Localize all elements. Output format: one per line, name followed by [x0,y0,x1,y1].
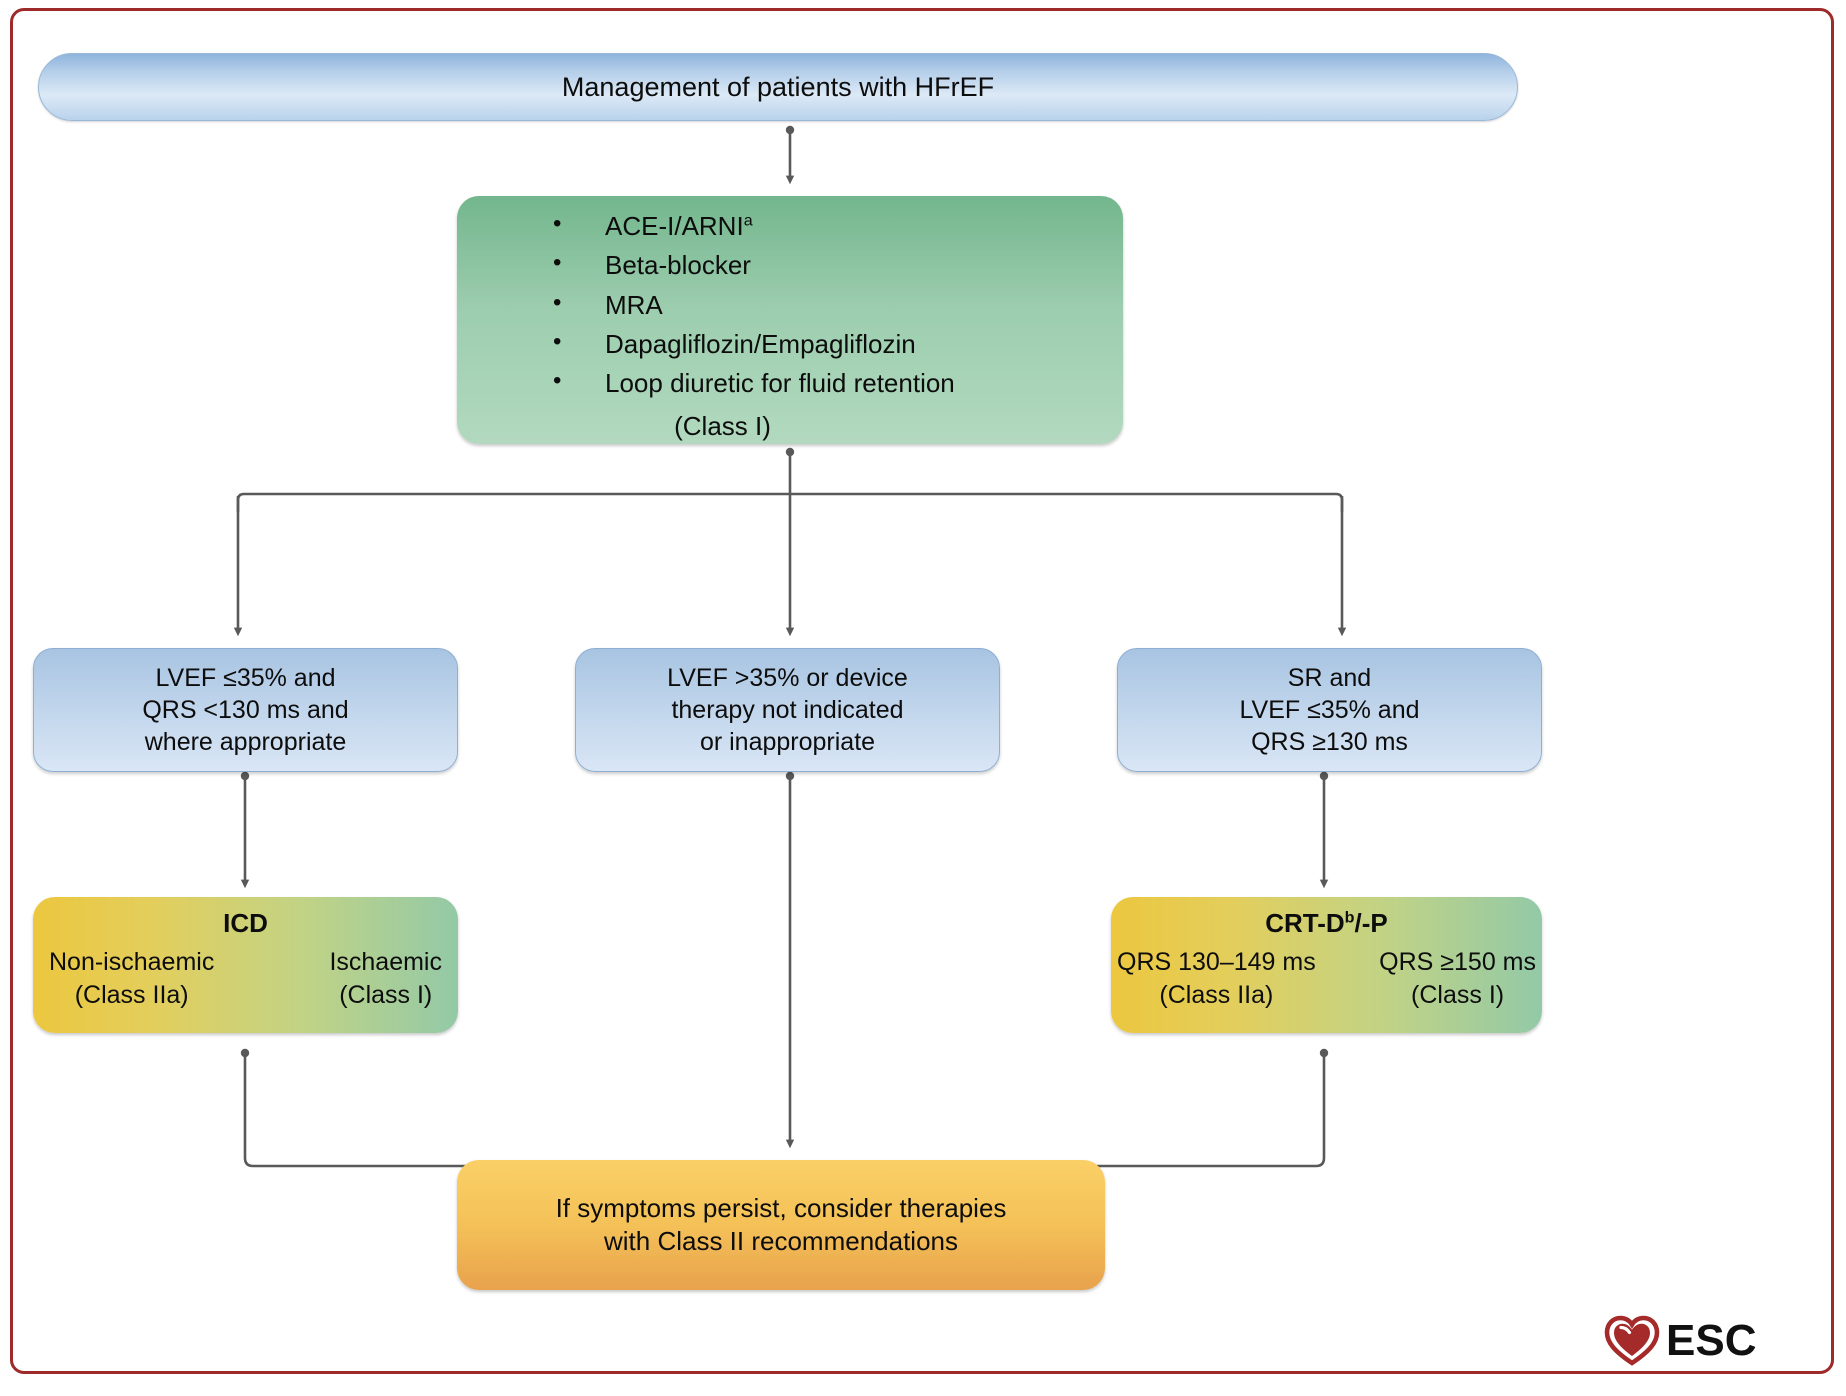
decision-line: where appropriate [144,728,347,756]
icd-column-ischaemic: Ischaemic (Class I) [329,946,442,1011]
outcome-line: with Class II recommendations [603,1226,959,1256]
crt-column-label: QRS ≥150 ms [1379,948,1536,977]
crt-column-qrs-150: QRS ≥150 ms (Class I) [1379,946,1536,1011]
therapy-item-loop-diuretic: Loop diuretic for fluid retention [553,366,1123,400]
foundational-therapy-box: ACE-I/ARNIa Beta-blocker MRA Dapaglifloz… [457,196,1123,444]
banner-management-of-hfref: Management of patients with HFrEF [38,53,1518,121]
therapy-class-label: (Class I) [674,411,771,442]
decision-box-icd-criteria: LVEF ≤35% and QRS <130 ms and where appr… [33,648,458,772]
decision-box-no-device-criteria: LVEF >35% or device therapy not indicate… [575,648,1000,772]
decision-line: LVEF ≤35% and [155,664,336,692]
therapy-item-ace-i-arni: ACE-I/ARNIa [553,209,1123,243]
therapy-list: ACE-I/ARNIa Beta-blocker MRA Dapaglifloz… [457,209,1123,406]
figure-border [10,8,1834,1374]
decision-line: QRS <130 ms and [142,696,349,724]
icd-column-class: (Class IIa) [74,980,189,1009]
footnote-marker-a: a [743,211,753,230]
icd-column-label: Non-ischaemic [49,948,215,977]
therapy-item-mra: MRA [553,288,1123,322]
decision-line: therapy not indicated [671,696,904,724]
esc-logo-text: ESC [1666,1316,1757,1365]
crt-column-qrs-130-149: QRS 130–149 ms (Class IIa) [1117,946,1316,1011]
decision-line: LVEF >35% or device [667,664,908,692]
banner-label: Management of patients with HFrEF [561,71,995,102]
therapy-item-sglt2: Dapagliflozin/Empagliflozin [553,327,1123,361]
icd-column-class: (Class I) [339,980,433,1009]
icd-column-label: Ischaemic [329,948,442,977]
decision-line: SR and [1287,664,1372,692]
icd-columns: Non-ischaemic (Class IIa) Ischaemic (Cla… [33,946,458,1011]
decision-line: or inappropriate [699,728,876,756]
outcome-box-persistent-symptoms: If symptoms persist, consider therapies … [457,1160,1105,1290]
esc-logo: ESC [1604,1310,1774,1372]
crt-column-class: (Class IIa) [1159,980,1274,1009]
decision-box-crt-criteria: SR and LVEF ≤35% and QRS ≥130 ms [1117,648,1542,772]
crt-column-label: QRS 130–149 ms [1117,948,1316,977]
crt-column-class: (Class I) [1411,980,1505,1009]
icd-title: ICD [223,908,268,938]
outcome-line: If symptoms persist, consider therapies [555,1192,1007,1223]
heart-icon [1604,1315,1660,1366]
icd-column-non-ischaemic: Non-ischaemic (Class IIa) [49,946,214,1011]
decision-line: QRS ≥130 ms [1251,728,1408,756]
icd-recommendation-box: ICD Non-ischaemic (Class IIa) Ischaemic … [33,897,458,1033]
crt-title: CRT-Db/-P [1265,908,1388,938]
crt-recommendation-box: CRT-Db/-P QRS 130–149 ms (Class IIa) QRS… [1111,897,1542,1033]
footnote-marker-b: b [1344,908,1355,927]
decision-line: LVEF ≤35% and [1239,696,1420,724]
therapy-item-beta-blocker: Beta-blocker [553,248,1123,282]
crt-columns: QRS 130–149 ms (Class IIa) QRS ≥150 ms (… [1111,946,1542,1011]
